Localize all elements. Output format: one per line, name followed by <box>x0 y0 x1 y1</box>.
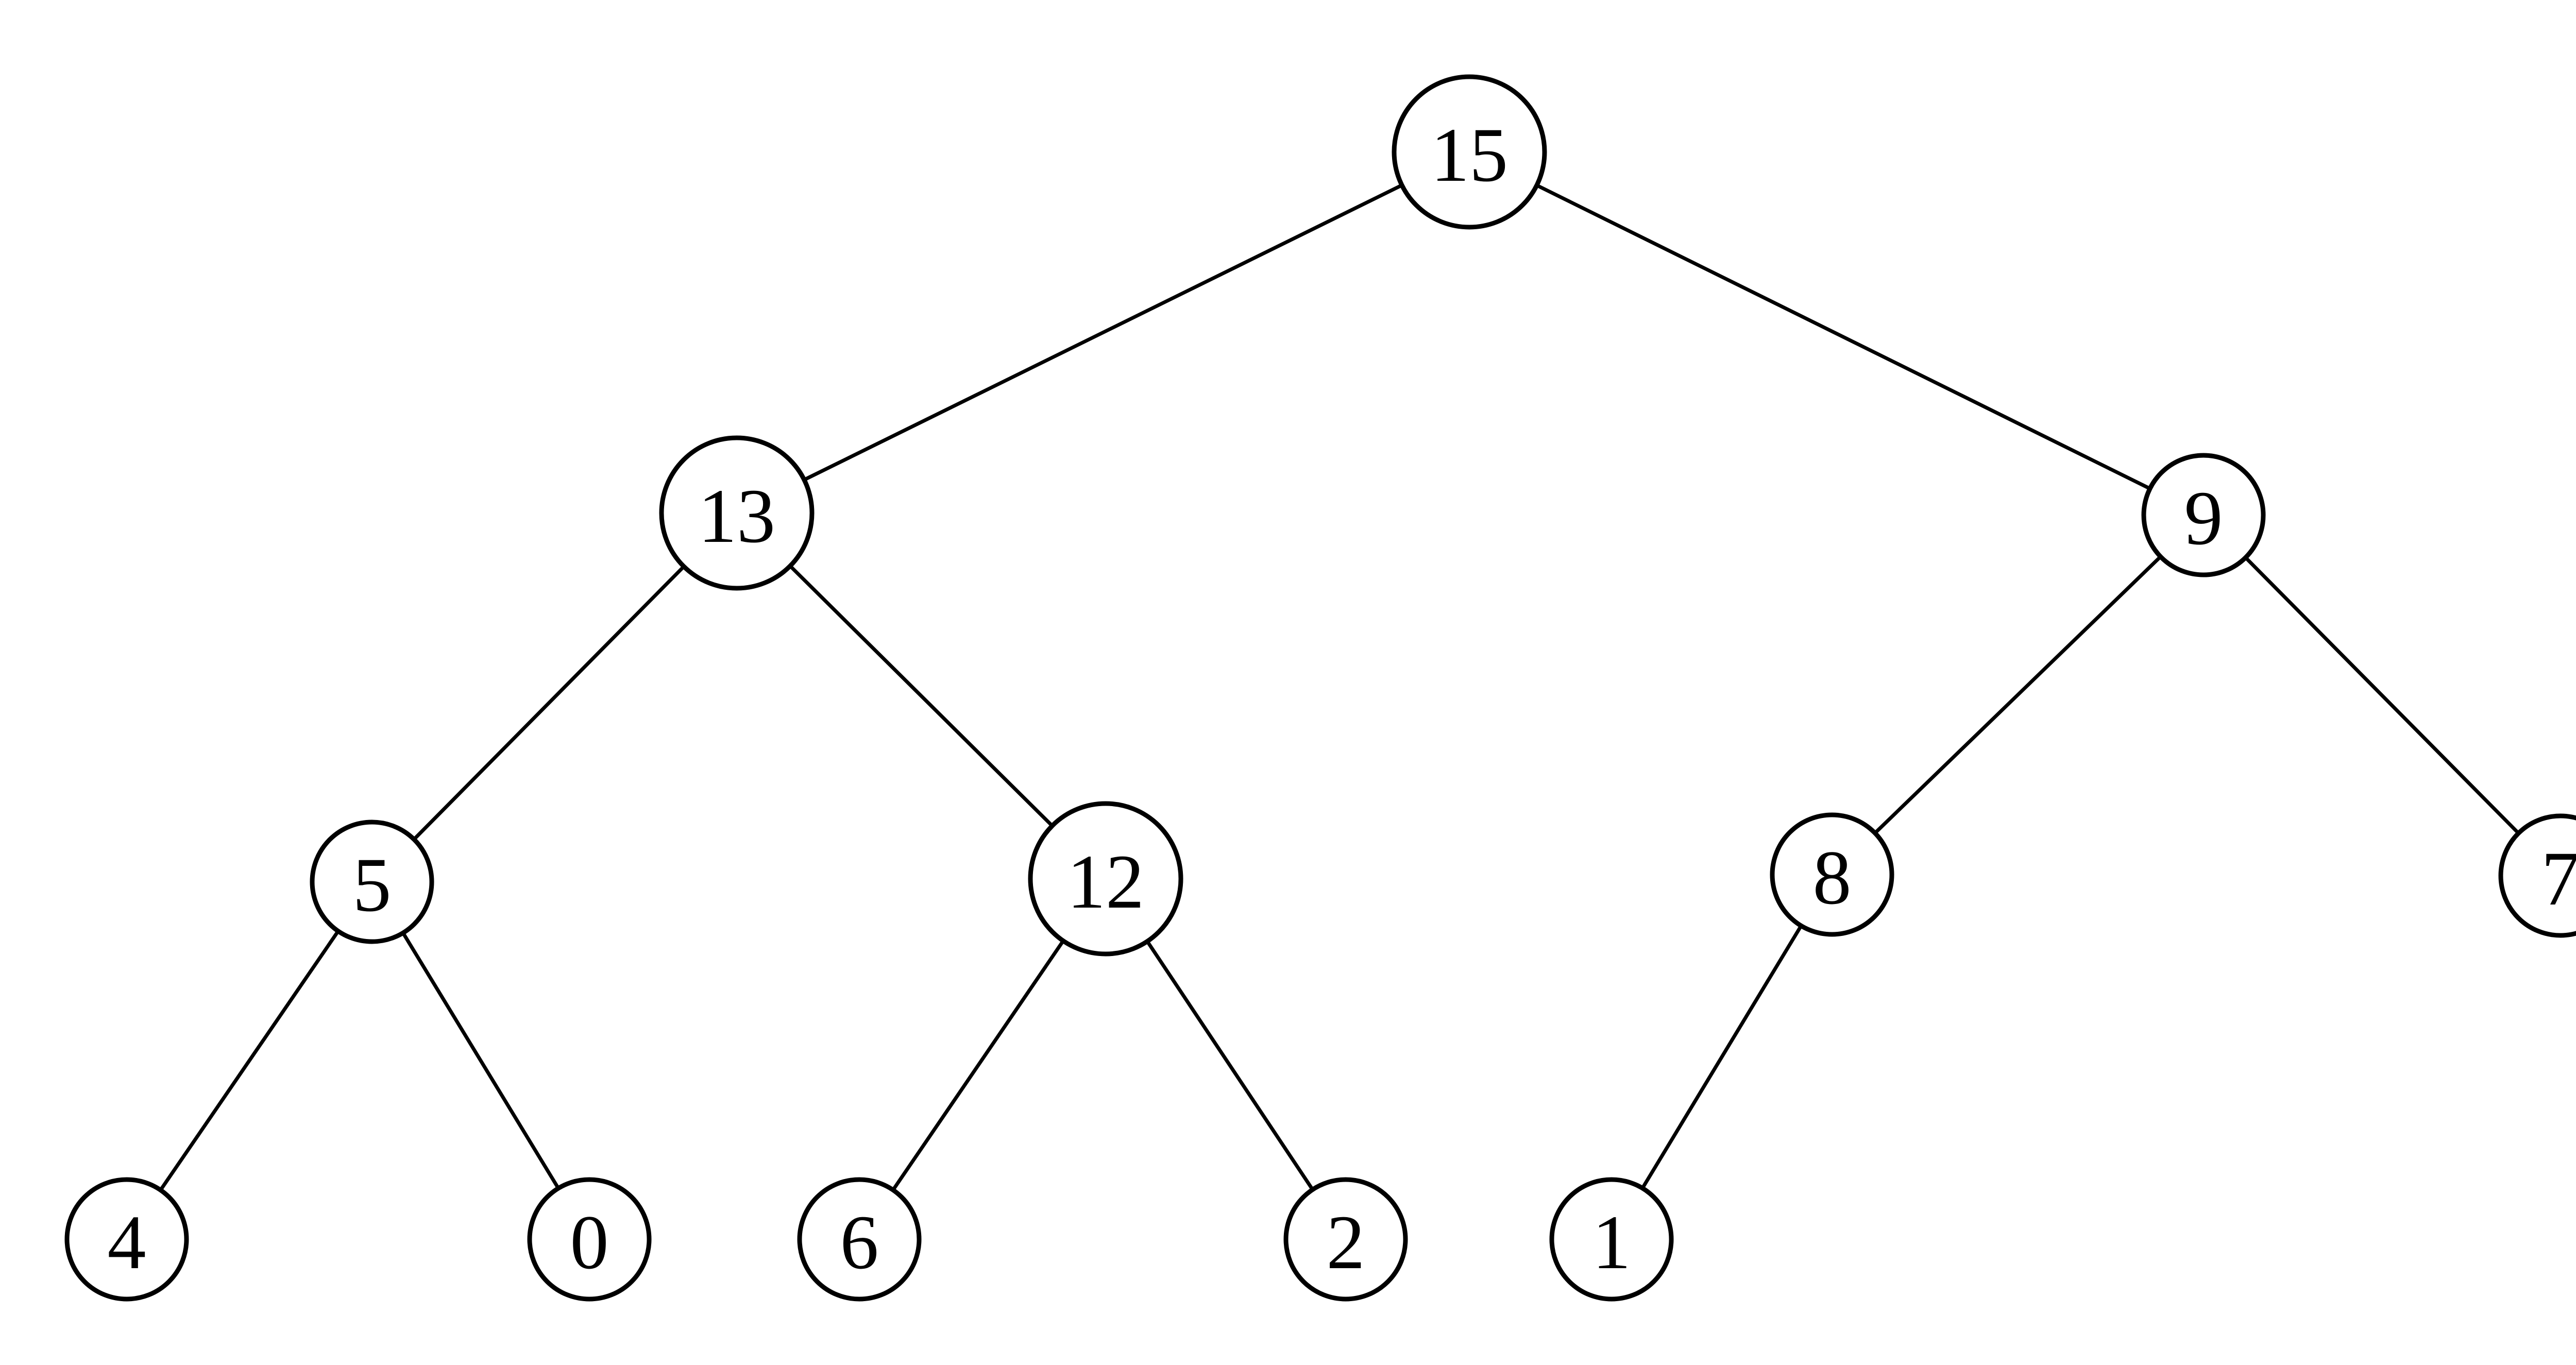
tree-node[interactable]: 9 <box>2141 453 2266 577</box>
tree-node-label: 8 <box>1813 835 1852 920</box>
tree-node[interactable]: 13 <box>659 435 815 591</box>
tree-edge <box>789 565 1054 827</box>
tree-node-label: 0 <box>570 1200 609 1285</box>
tree-node-label: 12 <box>1067 839 1144 925</box>
tree-node-label: 4 <box>108 1200 146 1285</box>
tree-node-circle[interactable] <box>1028 801 1183 957</box>
tree-node[interactable]: 0 <box>527 1177 652 1302</box>
tree-node-label: 5 <box>353 842 392 928</box>
tree-edge <box>1145 940 1314 1191</box>
tree-node-circle[interactable] <box>797 1177 922 1302</box>
tree-node[interactable]: 12 <box>1028 801 1183 957</box>
tree-edge <box>159 930 340 1191</box>
tree-node-label: 13 <box>698 473 775 559</box>
tree-node-circle[interactable] <box>1549 1177 1674 1302</box>
tree-edge <box>803 183 1403 482</box>
tree-node-label: 15 <box>1431 112 1508 198</box>
tree-edge <box>2244 556 2520 835</box>
tree-edge <box>1536 183 2151 490</box>
tree-node-circle[interactable] <box>2498 813 2576 938</box>
tree-node-circle[interactable] <box>1392 74 1547 230</box>
tree-node-circle[interactable] <box>64 1177 189 1302</box>
tree-node-circle[interactable] <box>527 1177 652 1302</box>
tree-node[interactable]: 5 <box>310 820 434 944</box>
tree-node-label: 9 <box>2184 475 2223 561</box>
tree-node[interactable]: 1 <box>1549 1177 1674 1302</box>
tree-edge <box>1873 555 2162 834</box>
tree-node-label: 2 <box>1327 1200 1365 1285</box>
tree-node-circle[interactable] <box>310 820 434 944</box>
tree-node-label: 6 <box>840 1200 879 1285</box>
tree-node-label: 1 <box>1592 1200 1631 1285</box>
tree-node[interactable]: 6 <box>797 1177 922 1302</box>
tree-node[interactable]: 2 <box>1283 1177 1408 1302</box>
tree-node[interactable]: 15 <box>1392 74 1547 230</box>
tree-node-circle[interactable] <box>1283 1177 1408 1302</box>
tree-node-circle[interactable] <box>1770 812 1894 937</box>
tree-node[interactable]: 4 <box>64 1177 189 1302</box>
tree-edge <box>1641 925 1803 1189</box>
tree-node-circle[interactable] <box>2141 453 2266 577</box>
tree-edges-layer <box>159 183 2520 1191</box>
tree-node[interactable]: 7 <box>2498 813 2576 938</box>
tree-edge <box>401 932 560 1189</box>
tree-node-circle[interactable] <box>659 435 815 591</box>
tree-node-label: 7 <box>2541 836 2576 922</box>
tree-node[interactable]: 8 <box>1770 812 1894 937</box>
tree-edge <box>413 565 685 841</box>
tree-nodes-layer: 15 13 9 5 12 8 7 4 0 6 2 1 <box>64 74 2576 1302</box>
tree-edge <box>891 940 1065 1191</box>
